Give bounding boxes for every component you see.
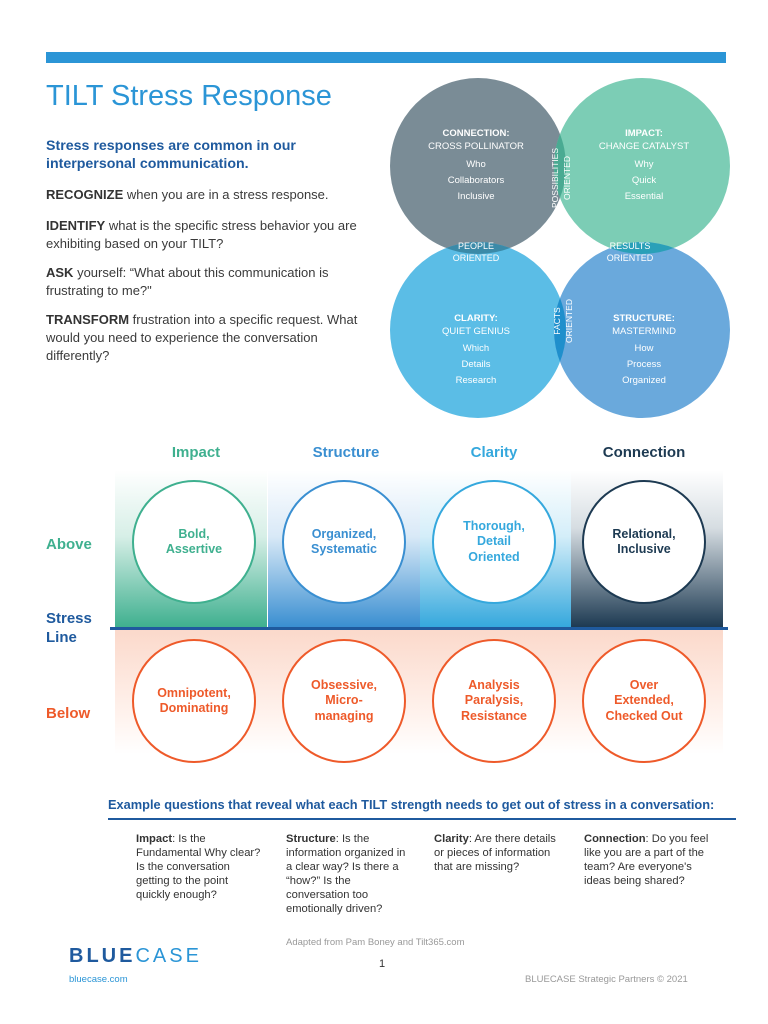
clarity-title: CLARITY:	[454, 313, 498, 324]
impact-word: Why	[635, 159, 654, 170]
connection-below-circle: Over Extended, Checked Out	[582, 639, 706, 763]
example-key: Connection	[584, 833, 646, 845]
step-text: frustration into a specific request. Wha…	[46, 312, 358, 363]
step-identify: IDENTIFY what is the specific stress beh…	[46, 217, 376, 253]
clarity-sub: QUIET GENIUS	[442, 326, 510, 337]
impact-circle	[554, 78, 730, 254]
facts-label: FACTS	[552, 307, 562, 335]
stress-line	[110, 627, 728, 630]
possibilities-label: ORIENTED	[562, 156, 572, 200]
structure-below-circle: Obsessive, Micro- managing	[282, 639, 406, 763]
possibilities-label: POSSIBILITIES	[550, 148, 560, 208]
logo-blue: BLUE	[69, 945, 136, 967]
step-transform: TRANSFORM frustration into a specific re…	[46, 311, 376, 365]
clarity-above-circle: Thorough, Detail Oriented	[432, 480, 556, 604]
people-label: PEOPLE	[458, 241, 494, 251]
clarity-word: Research	[456, 375, 497, 386]
structure-circle	[554, 242, 730, 418]
attribution: Adapted from Pam Boney and Tilt365.com	[286, 937, 465, 948]
column-head-connection: Connection	[602, 444, 686, 461]
example-key: Impact	[136, 833, 173, 845]
step-key: ASK	[46, 265, 74, 280]
example-key: Clarity	[434, 833, 469, 845]
example-text: : Do you feel like you are a part of the…	[584, 833, 709, 887]
clarity-below-circle: Analysis Paralysis, Resistance	[432, 639, 556, 763]
step-text: when you are in a stress response.	[123, 187, 329, 202]
example-text: : Is the Fundamental Why clear? Is the c…	[136, 833, 261, 901]
structure-word: How	[634, 343, 653, 354]
impact-word: Essential	[625, 191, 664, 202]
example-structure: Structure: Is the information organized …	[286, 832, 411, 916]
row-label-stress: Stress	[46, 610, 92, 627]
example-text: : Are there details or pieces of informa…	[434, 833, 556, 873]
connection-word: Inclusive	[458, 191, 495, 202]
structure-sub: MASTERMIND	[612, 326, 676, 337]
bluecase-logo: BLUECASE	[69, 945, 202, 968]
connection-word: Who	[466, 159, 486, 170]
connection-title: CONNECTION:	[442, 128, 509, 139]
example-clarity: Clarity: Are there details or pieces of …	[434, 832, 559, 874]
connection-word: Collaborators	[448, 175, 505, 186]
connection-sub: CROSS POLLINATOR	[428, 141, 524, 152]
page-number: 1	[379, 958, 386, 970]
structure-above-circle: Organized, Systematic	[282, 480, 406, 604]
step-key: TRANSFORM	[46, 312, 130, 327]
column-head-impact: Impact	[171, 444, 221, 461]
top-accent-bar	[46, 52, 726, 63]
clarity-circle	[390, 242, 566, 418]
clarity-word: Details	[461, 359, 490, 370]
website-link[interactable]: bluecase.com	[69, 974, 128, 985]
step-key: RECOGNIZE	[46, 187, 124, 202]
impact-below-circle: Omnipotent, Dominating	[132, 639, 256, 763]
connection-circle	[390, 78, 566, 254]
step-key: IDENTIFY	[46, 218, 106, 233]
logo-case: CASE	[135, 945, 202, 967]
people-label: ORIENTED	[453, 253, 500, 263]
structure-title: STRUCTURE:	[613, 313, 675, 324]
row-label-line: Line	[46, 629, 77, 646]
impact-sub: CHANGE CATALYST	[599, 141, 689, 152]
intro-lead: Stress responses are common in our inter…	[46, 138, 296, 172]
step-recognize: RECOGNIZE when you are in a stress respo…	[46, 186, 376, 204]
step-ask: ASK yourself: “What about this communica…	[46, 264, 376, 300]
clarity-word: Which	[463, 343, 489, 354]
structure-word: Organized	[622, 375, 666, 386]
copyright: BLUECASE Strategic Partners © 2021	[525, 974, 688, 985]
row-label-below: Below	[46, 705, 91, 722]
examples-divider	[108, 818, 736, 820]
example-connection: Connection: Do you feel like you are a p…	[584, 832, 709, 888]
step-text: yourself: “What about this communication…	[46, 265, 329, 298]
impact-word: Quick	[632, 175, 657, 186]
column-head-structure: Structure	[312, 444, 380, 461]
example-impact: Impact: Is the Fundamental Why clear? Is…	[136, 832, 261, 902]
example-key: Structure	[286, 833, 336, 845]
column-head-clarity: Clarity	[470, 444, 518, 461]
facts-label: ORIENTED	[564, 299, 574, 343]
examples-heading: Example questions that reveal what each …	[108, 797, 715, 812]
structure-word: Process	[627, 359, 662, 370]
results-label: RESULTS	[610, 241, 651, 251]
results-label: ORIENTED	[607, 253, 654, 263]
step-text: what is the specific stress behavior you…	[46, 218, 357, 251]
page-title: TILT Stress Response	[46, 80, 332, 112]
example-text: : Is the information organized in a clea…	[286, 833, 406, 915]
impact-title: IMPACT:	[625, 128, 663, 139]
row-label-above: Above	[46, 536, 92, 553]
impact-above-circle: Bold, Assertive	[132, 480, 256, 604]
tilt-venn-diagram: CONNECTION: CROSS POLLINATOR Who Collabo…	[390, 78, 730, 418]
connection-above-circle: Relational, Inclusive	[582, 480, 706, 604]
